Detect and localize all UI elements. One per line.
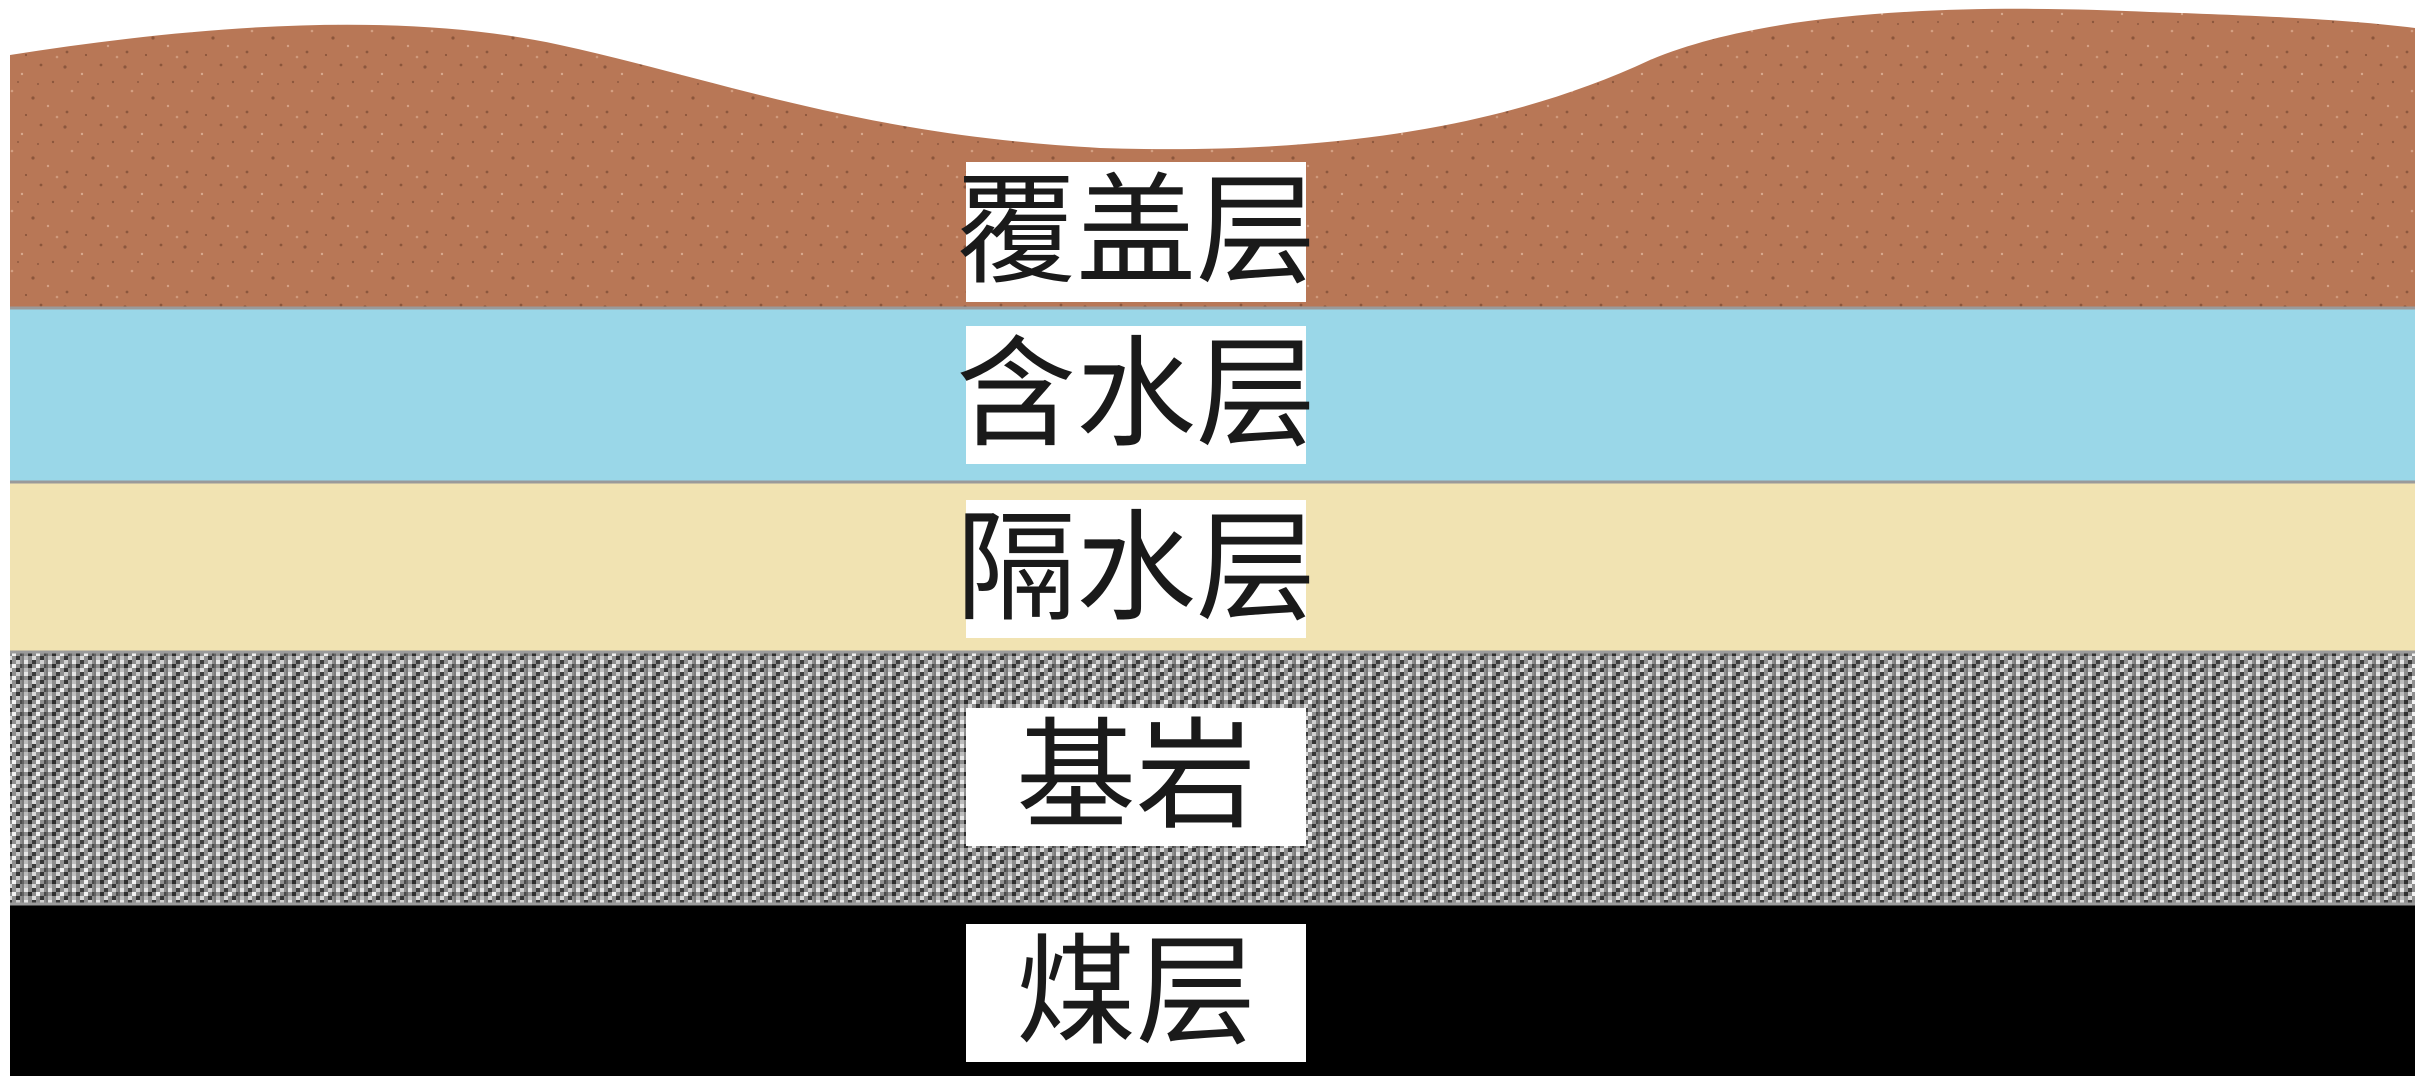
layer-labels: 覆盖层 含水层 隔水层 基岩 煤层 xyxy=(956,162,1316,1063)
overburden-layer xyxy=(10,8,2415,309)
label-box-aquiclude xyxy=(966,500,1306,638)
label-text-bedrock: 基岩 xyxy=(1016,708,1256,847)
label-box-aquifer xyxy=(966,326,1306,464)
label-text-coal-seam: 煤层 xyxy=(1016,924,1256,1063)
label-aquifer: 含水层 xyxy=(956,326,1316,465)
label-bedrock: 基岩 xyxy=(966,708,1306,847)
label-text-aquiclude: 隔水层 xyxy=(956,500,1316,639)
layer-separators xyxy=(10,306,2415,906)
label-box-coal-seam xyxy=(966,924,1306,1062)
label-overburden: 覆盖层 xyxy=(956,162,1316,302)
label-aquiclude: 隔水层 xyxy=(956,500,1316,639)
label-text-overburden: 覆盖层 xyxy=(956,163,1316,302)
label-box-bedrock xyxy=(966,708,1306,846)
label-coal-seam: 煤层 xyxy=(966,924,1306,1063)
label-text-aquifer: 含水层 xyxy=(956,326,1316,465)
label-box-overburden xyxy=(966,162,1306,302)
